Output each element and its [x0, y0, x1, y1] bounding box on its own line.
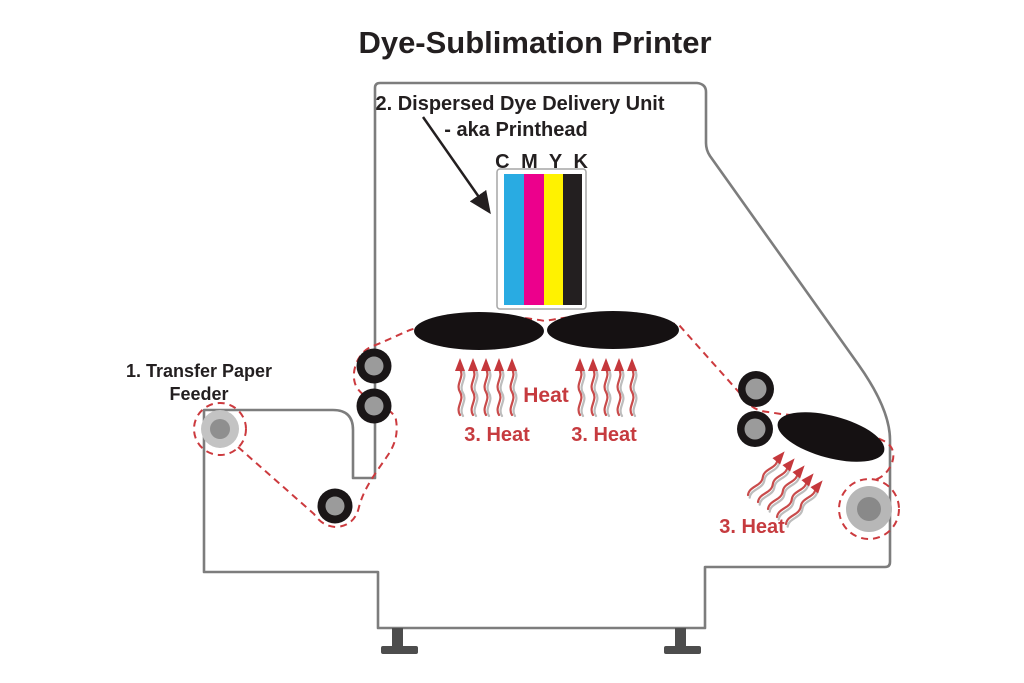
pinch-roller-top-right [738, 371, 774, 407]
heat-label-center: Heat [523, 384, 569, 407]
fuser-roller [777, 412, 885, 462]
platen-roller-left [414, 312, 544, 350]
cyan-bar [504, 174, 524, 305]
printhead-label-line1: 2. Dispersed Dye Delivery Unit [375, 93, 664, 115]
heat-label-under-left: 3. Heat [464, 424, 530, 446]
paper-path-feeder-loop [193, 402, 247, 456]
printer-foot-right [664, 628, 701, 654]
printer-body-outline [202, 81, 892, 630]
feeder-label-line2: Feeder [169, 384, 228, 404]
diagram-title: Dye-Sublimation Printer [358, 25, 711, 60]
printhead-pointer-arrow [421, 116, 491, 215]
heat-arrows-right [575, 358, 637, 418]
yellow-bar [544, 174, 563, 305]
feeder-roller [201, 410, 239, 448]
guide-roller [317, 488, 353, 524]
pinch-roller-top-left [356, 348, 392, 384]
heat-label-under-right: 3. Heat [571, 424, 637, 446]
exit-roller [846, 486, 892, 532]
cmyk-label: C M Y K [495, 151, 591, 173]
heat-arrows-left [455, 358, 517, 418]
printhead [496, 168, 587, 310]
platen-roller-right [547, 311, 679, 349]
pinch-roller-bottom-left [356, 388, 392, 424]
feeder-label-line1: 1. Transfer Paper [126, 361, 272, 381]
printhead-label-line2: - aka Printhead [444, 119, 587, 141]
paper-path-exit-loop [838, 478, 900, 540]
magenta-bar [524, 174, 544, 305]
heat-label-fuser: 3. Heat [719, 516, 785, 538]
black-bar [563, 174, 582, 305]
printer-foot-left [381, 628, 418, 654]
pinch-roller-bottom-right [737, 411, 773, 447]
